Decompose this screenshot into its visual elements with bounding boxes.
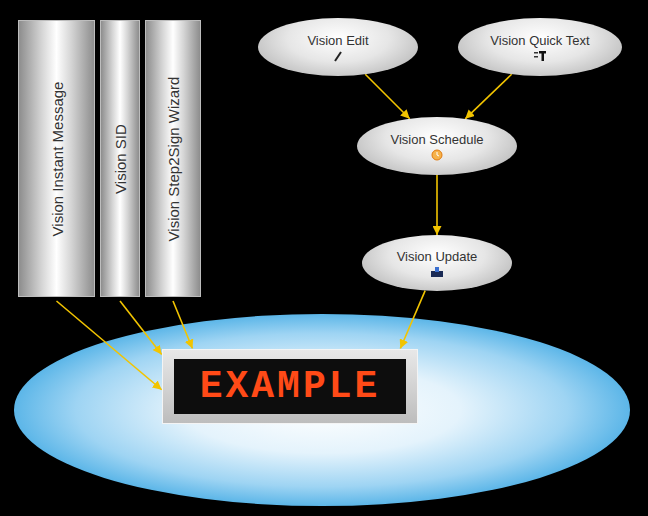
node-label: Vision Instant Message bbox=[48, 81, 65, 236]
flow-arrow bbox=[120, 301, 162, 355]
module-bar: Vision Instant Message bbox=[18, 20, 95, 297]
module-oval: Vision Edit bbox=[258, 18, 418, 76]
flow-arrow bbox=[400, 291, 425, 349]
node-label: Vision Step2Sign Wizard bbox=[165, 76, 182, 241]
module-oval: Vision Update bbox=[362, 235, 512, 291]
module-bar: Vision SID bbox=[100, 20, 140, 297]
module-oval: Vision Schedule bbox=[357, 117, 517, 175]
module-icon bbox=[533, 50, 547, 62]
node-label: EXAMPLE bbox=[174, 359, 407, 414]
node-label: Vision Quick Text bbox=[490, 33, 589, 48]
flow-arrow bbox=[365, 74, 409, 118]
module-icon bbox=[430, 266, 444, 278]
node-label: Vision Update bbox=[397, 249, 478, 264]
node-label: Vision Edit bbox=[307, 33, 368, 48]
module-oval: Vision Quick Text bbox=[458, 18, 622, 76]
module-icon bbox=[331, 50, 345, 62]
flow-arrow bbox=[465, 74, 511, 119]
node-label: Vision Schedule bbox=[391, 132, 484, 147]
node-label: Vision SID bbox=[112, 124, 129, 194]
flow-arrow bbox=[436, 175, 438, 235]
sign-display: EXAMPLE bbox=[162, 349, 419, 424]
flow-arrow bbox=[57, 301, 162, 390]
module-icon bbox=[430, 149, 444, 161]
module-bar: Vision Step2Sign Wizard bbox=[145, 20, 201, 297]
flow-arrow bbox=[173, 301, 192, 349]
